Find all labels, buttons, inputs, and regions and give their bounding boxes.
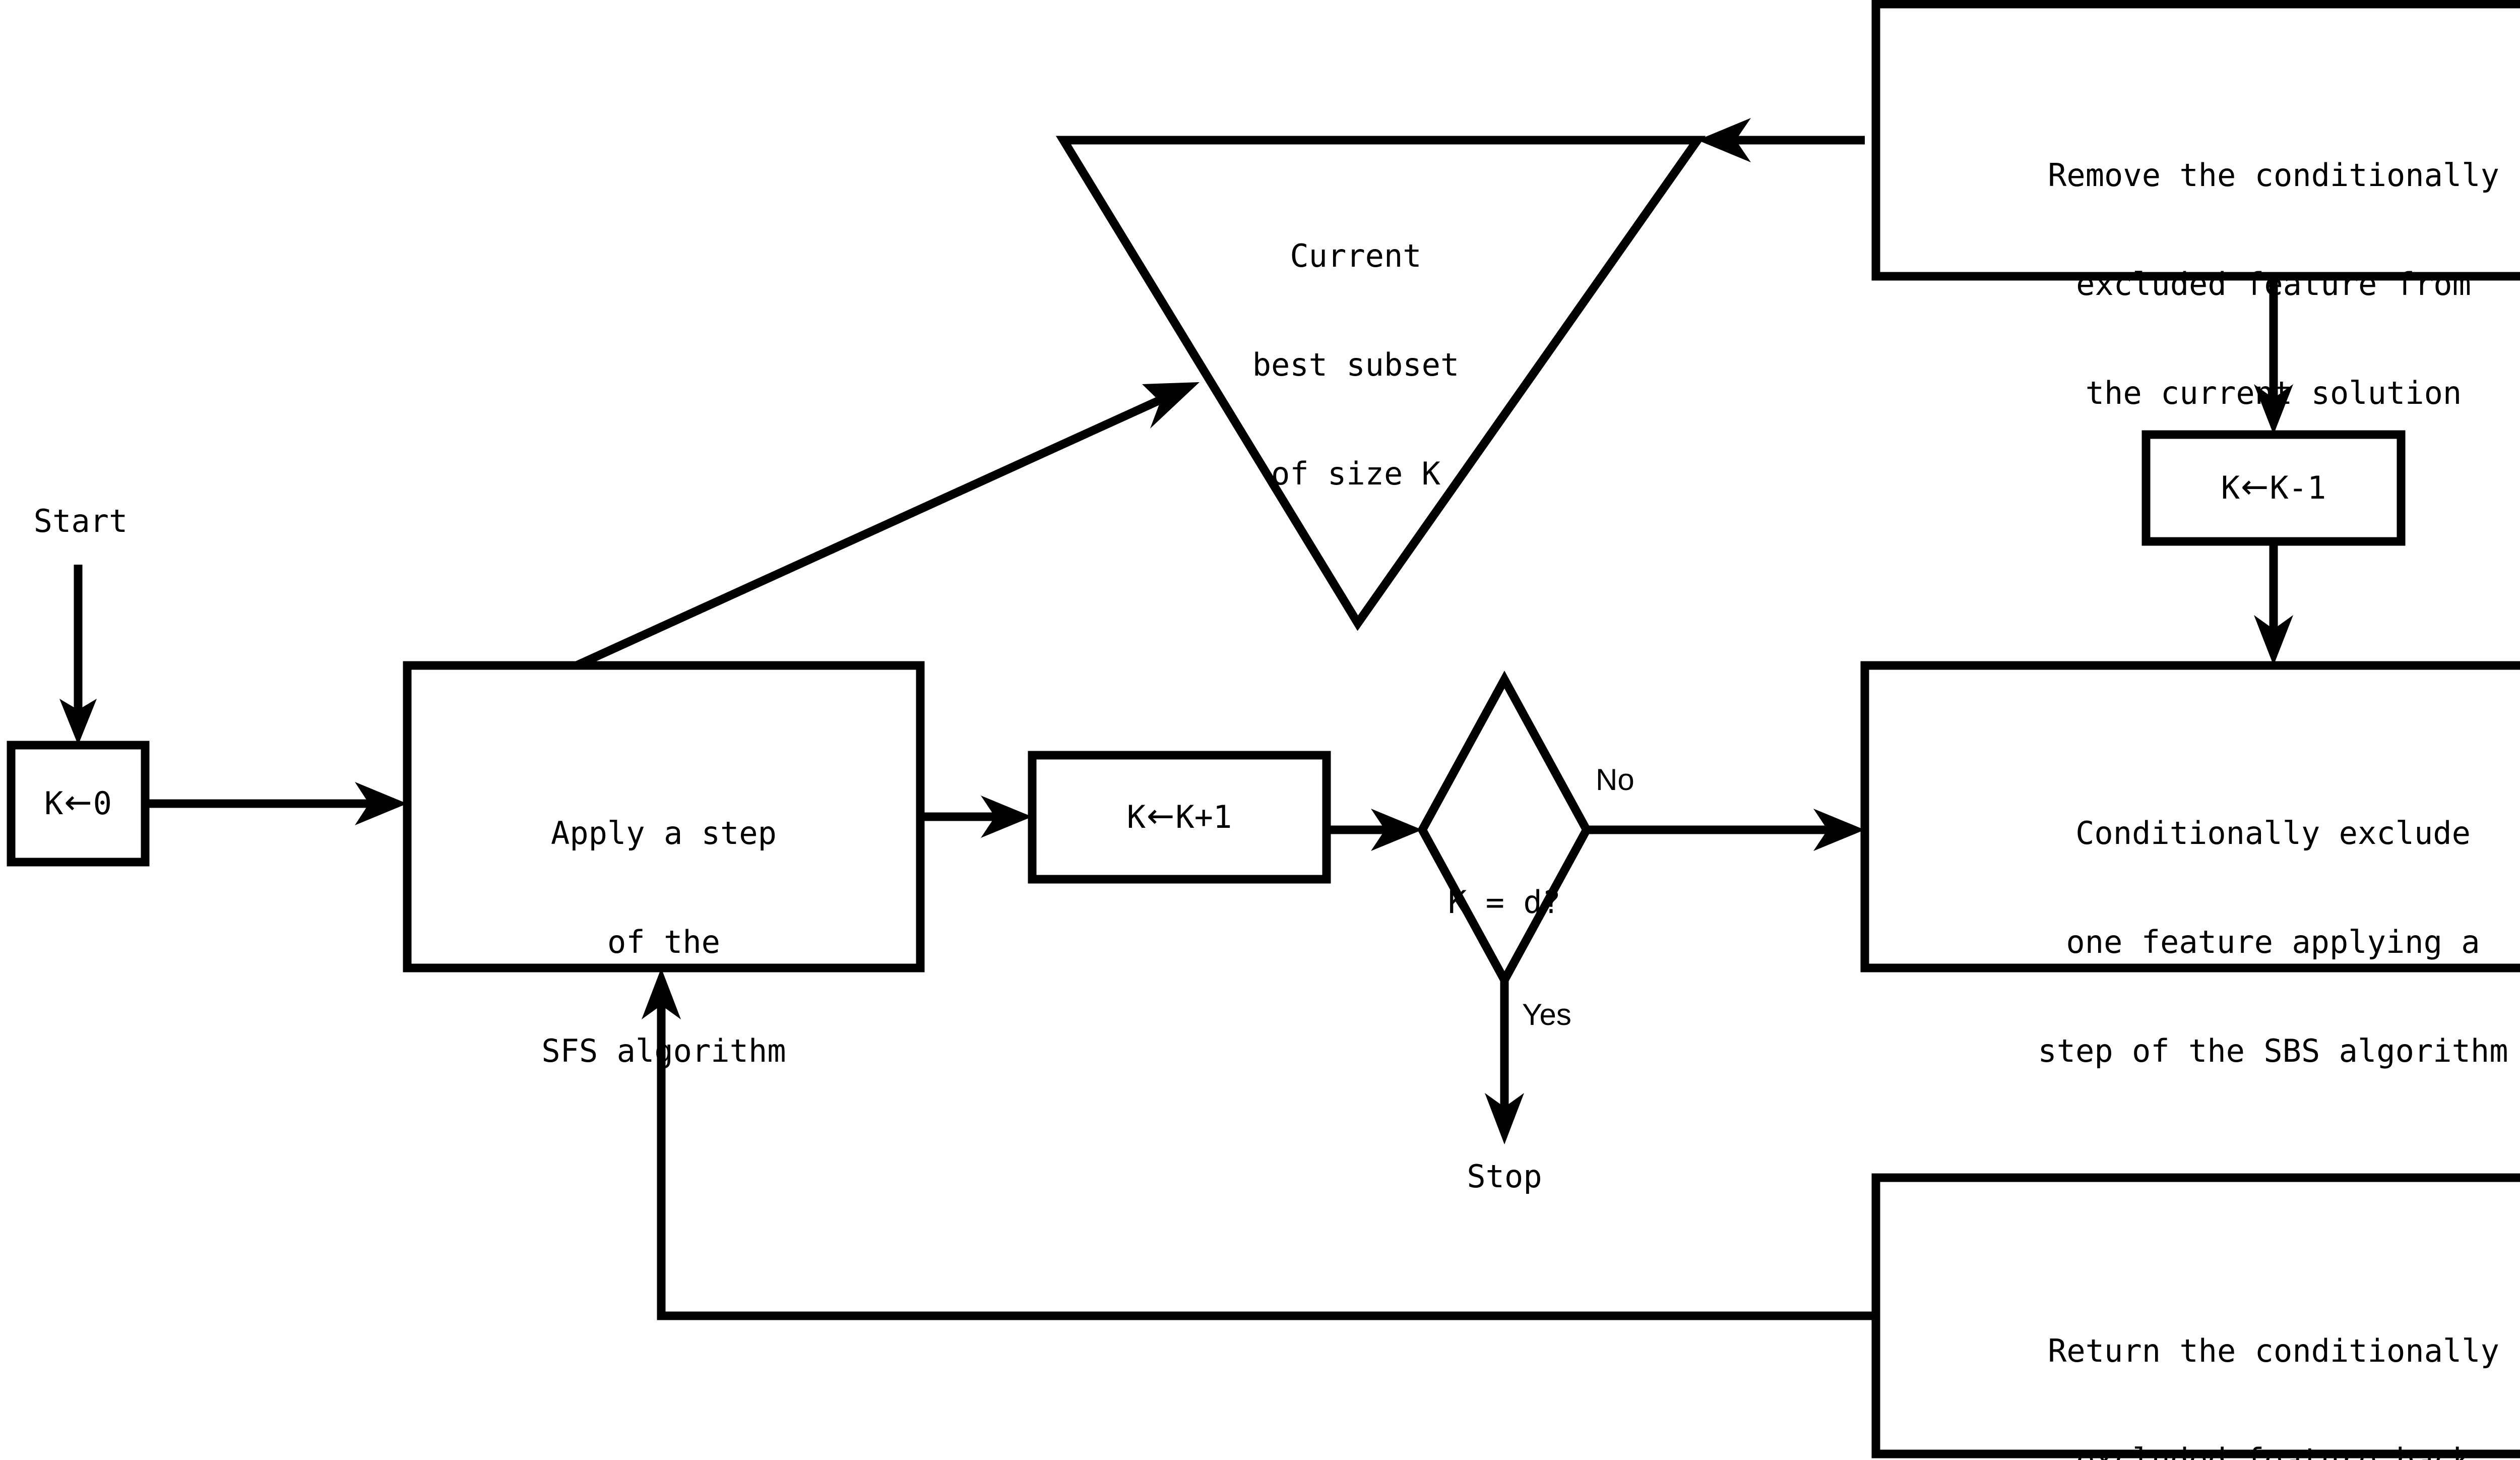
best-subset-line-3: of size K	[1271, 455, 1440, 492]
return-feature-line-1: Return the conditionally	[2048, 1332, 2499, 1369]
left-arrow-icon: ←	[1147, 797, 1175, 835]
edge-check-yes-to-stop-arrowhead	[1485, 1093, 1524, 1144]
edge-return-to-sfs	[657, 1001, 1876, 1320]
best-subset-line-1: Current	[1290, 237, 1422, 274]
node-return-feature-label: Return the conditionally excluded featur…	[1876, 1260, 2520, 1460]
inc-k-variable: K	[1126, 799, 1146, 835]
sbs-step-line-2: one feature applying a	[2066, 924, 2480, 960]
init-k-variable: K	[44, 785, 64, 822]
label-stop: Stop	[1467, 1158, 1542, 1195]
edge-return-to-sfs-arrowhead	[642, 968, 681, 1019]
remove-feature-line-3: the current solution	[2085, 375, 2462, 411]
edge-sfs-to-inc-k-arrowhead	[981, 796, 1032, 838]
remove-feature-line-1: Remove the conditionally	[2048, 157, 2499, 194]
edge-remove-to-best-subset-arrowhead	[1697, 118, 1751, 162]
edge-dec-k-to-sbs-arrowhead	[2254, 615, 2293, 665]
node-inc-k-label: K←K+1	[1032, 755, 1327, 879]
edge-sfs-to-best-subset	[575, 392, 1170, 670]
node-sbs-step-shape[interactable]	[1860, 661, 2520, 972]
edge-sfs-to-best-subset-arrowhead	[1142, 382, 1200, 429]
sbs-step-line-1: Conditionally exclude	[2075, 815, 2471, 851]
node-sfs-step-label: Apply a step of the SFS algorithm	[407, 743, 920, 1142]
node-sbs-step-label: Conditionally exclude one feature applyi…	[1865, 743, 2520, 1142]
best-subset-line-2: best subset	[1252, 346, 1460, 383]
label-start: Start	[33, 503, 128, 539]
check-k-eq-d-text: K = d?	[1448, 884, 1561, 921]
edge-label-check-no: No	[1596, 763, 1634, 797]
return-feature-line-2: excluded feature back	[2076, 1441, 2471, 1460]
node-best-subset-label: Current best subset of size K	[1079, 165, 1633, 565]
dec-k-variable: K	[2221, 469, 2240, 506]
edge-init-k-to-sfs-arrowhead	[355, 782, 407, 825]
node-dec-k-label: K←K-1	[2146, 435, 2401, 541]
edge-start-to-init-k-arrowhead	[59, 699, 97, 745]
left-arrow-icon: ←	[2241, 467, 2269, 506]
edge-label-check-yes: Yes	[1522, 998, 1571, 1031]
edge-inc-k-to-check-arrowhead	[1371, 809, 1422, 851]
remove-feature-line-2: excluded feature from	[2076, 266, 2471, 302]
sfs-step-line-2: of the	[607, 924, 720, 960]
sfs-step-line-1: Apply a step	[551, 815, 777, 851]
sfs-step-line-3: SFS algorithm	[541, 1032, 786, 1069]
node-inc-k-shape[interactable]	[1028, 751, 1331, 884]
node-check-k-eq-d-label: K = d?	[1373, 812, 1635, 993]
dec-k-value: K-1	[2270, 469, 2326, 506]
left-arrow-icon: ←	[64, 783, 92, 822]
node-remove-feature-label: Remove the conditionally excluded featur…	[1876, 85, 2520, 484]
node-init-k-label: K←0	[11, 745, 145, 862]
inc-k-value: K+1	[1175, 799, 1232, 835]
edge-check-no-to-sbs-arrowhead	[1813, 809, 1865, 851]
sbs-step-line-3: step of the SBS algorithm	[2038, 1032, 2508, 1069]
node-best-subset-shape[interactable]	[1055, 136, 1706, 631]
init-k-value: 0	[93, 785, 112, 822]
edge-remove-to-dec-k-arrowhead	[2254, 384, 2293, 435]
